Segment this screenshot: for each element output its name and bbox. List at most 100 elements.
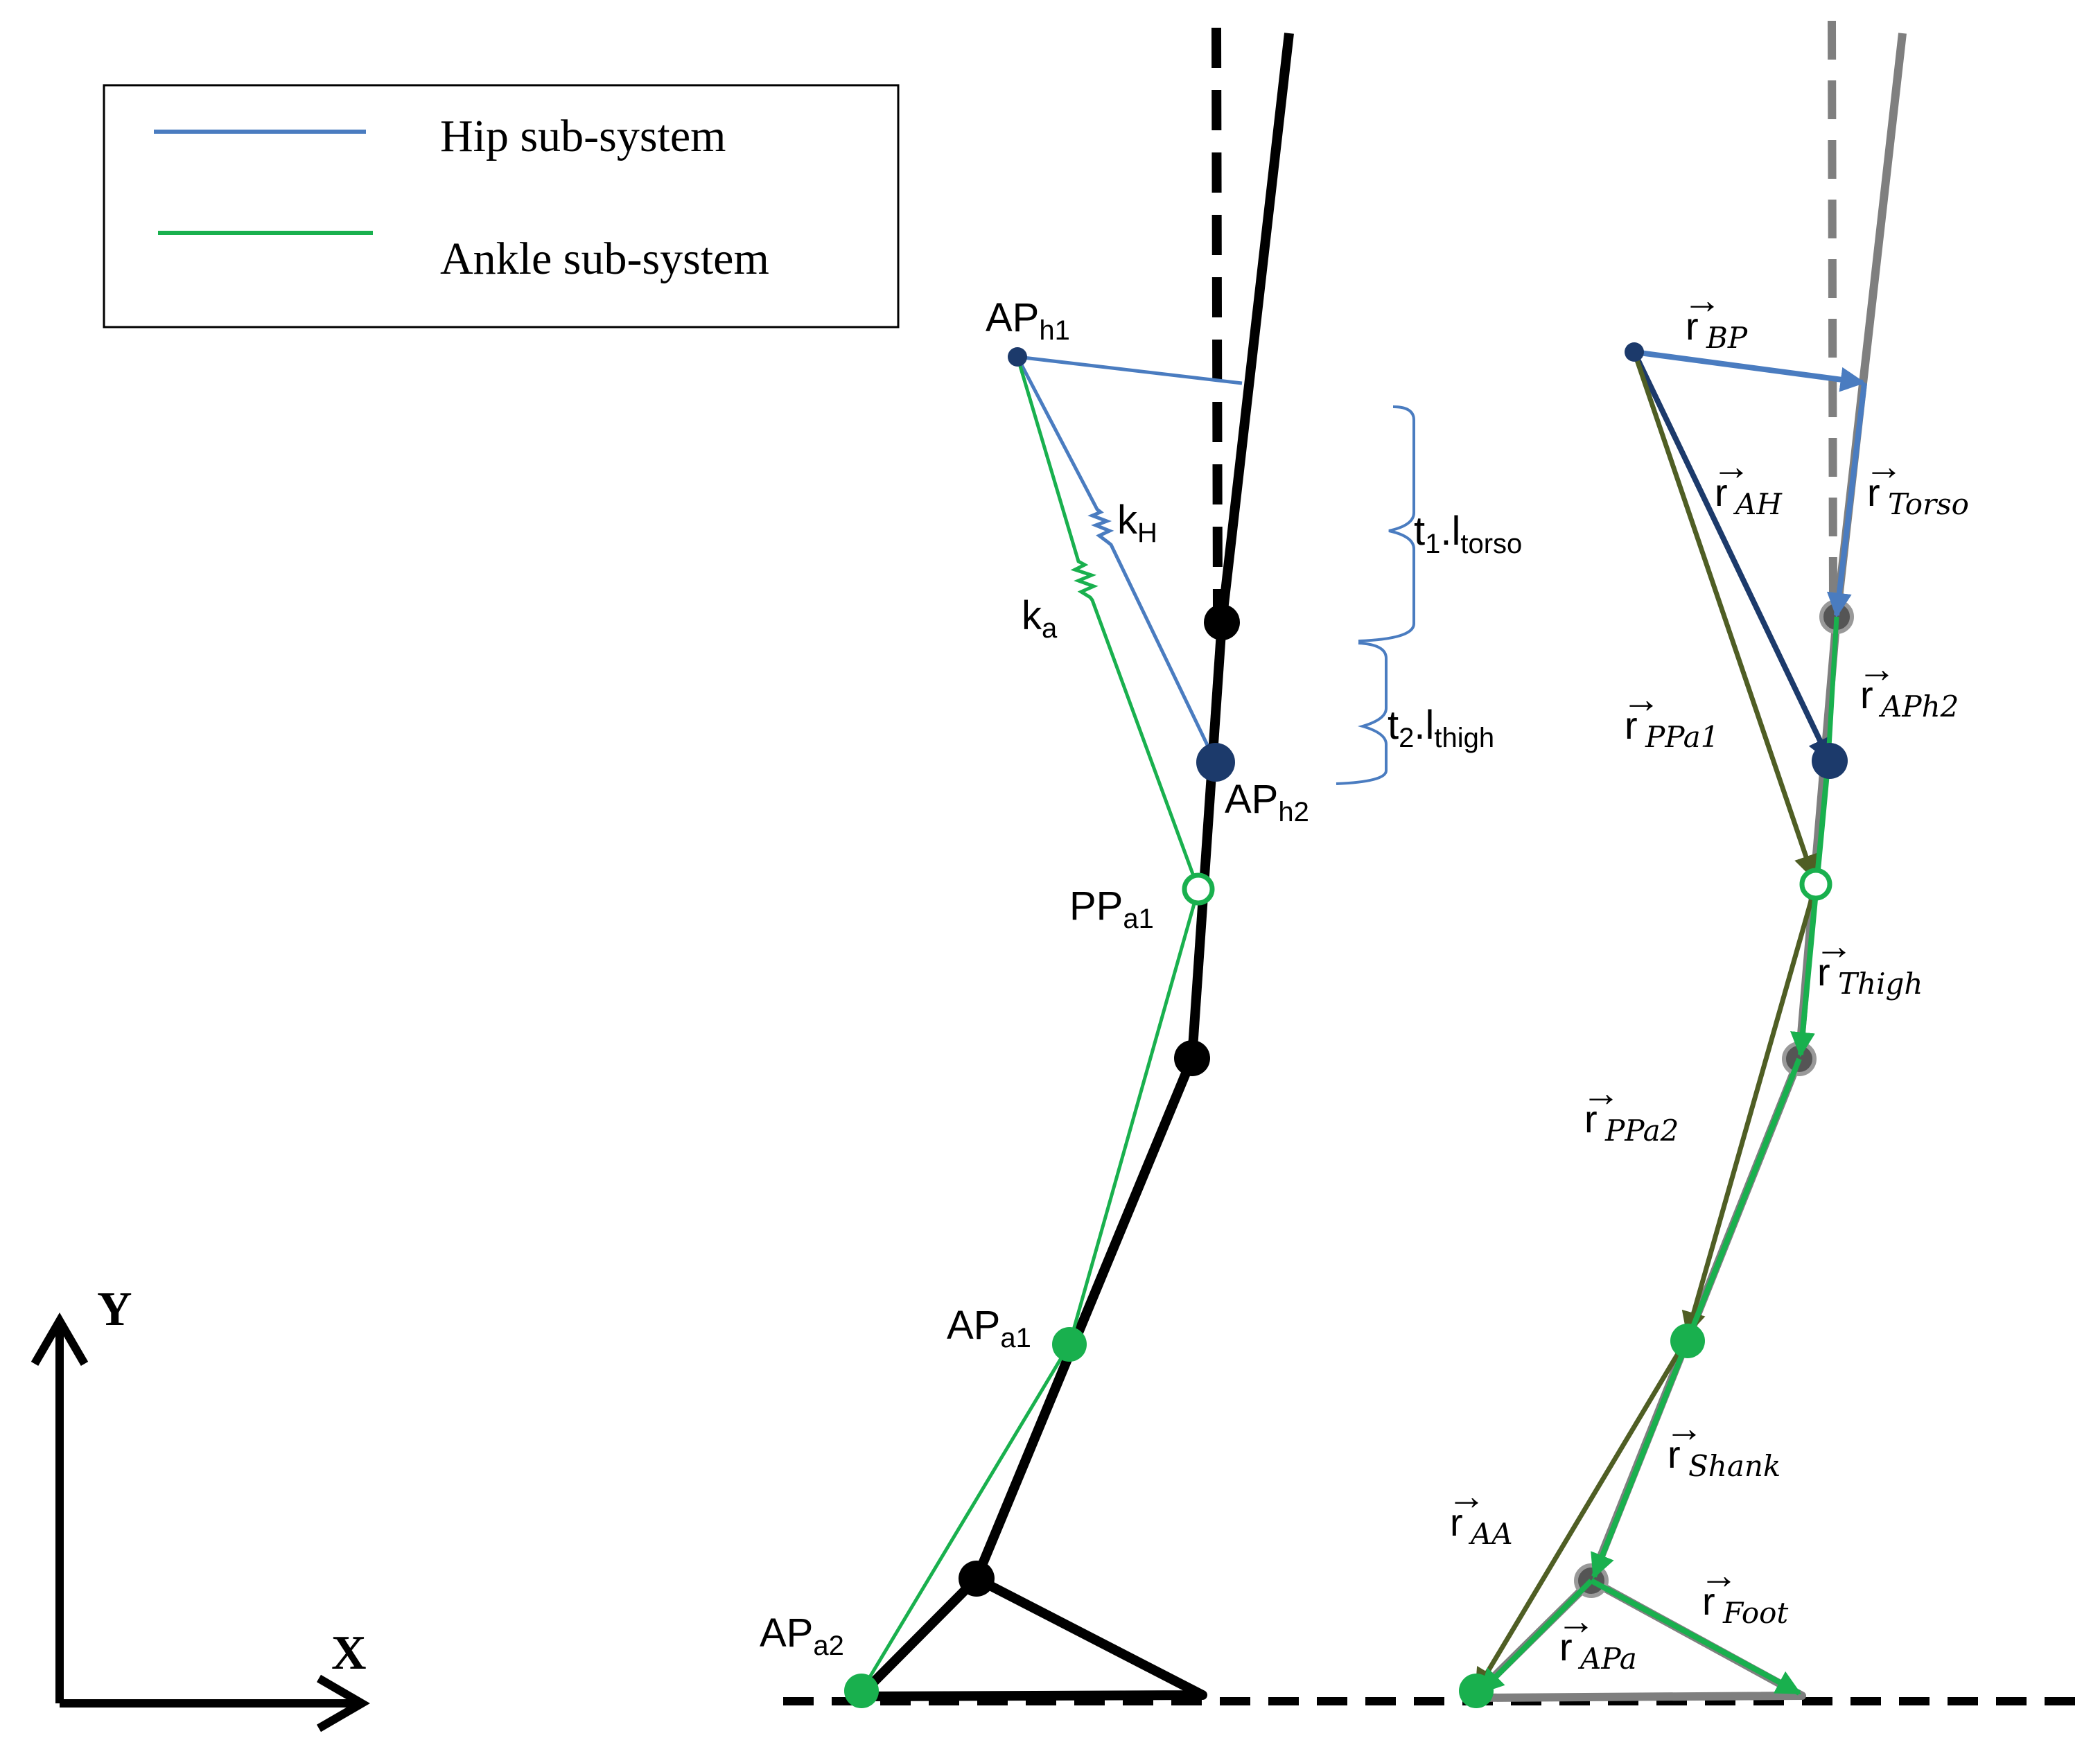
svg-text:→: →: [1864, 444, 1903, 488]
vector-r-aa: [1473, 1336, 1690, 1694]
ap-h1-label: APh1: [986, 295, 1070, 346]
ap-h1-point: [1008, 347, 1027, 367]
svg-text:→: →: [1582, 1071, 1620, 1114]
svg-text:BP: BP: [1706, 321, 1748, 355]
ankle-joint: [959, 1561, 995, 1597]
ankle-spring: [1015, 356, 1200, 890]
svg-text:PPa1: PPa1: [1645, 720, 1719, 754]
vec-ap-a2-point: [1459, 1674, 1494, 1708]
vertical-reference-dashed: [1211, 27, 1223, 611]
svg-text:→: →: [1683, 278, 1722, 322]
svg-text:→: →: [1857, 647, 1896, 690]
svg-text:r: r: [1686, 304, 1699, 348]
vector-label-foot: r → Foot: [1699, 1553, 1788, 1630]
vector-r-thigh: [1790, 758, 1831, 1057]
legend-ankle-label: Ankle sub-system: [440, 234, 769, 284]
legend-box: [103, 84, 900, 328]
coordinate-axes: Y X: [30, 1283, 370, 1732]
y-axis-arrowhead: [30, 1313, 89, 1367]
pp-a1-label: PPa1: [1069, 884, 1154, 934]
svg-text:r: r: [1702, 1579, 1715, 1623]
k-ankle-label: ka: [1022, 593, 1058, 644]
svg-text:Shank: Shank: [1688, 1449, 1780, 1483]
svg-text:r: r: [1559, 1625, 1573, 1669]
vector-label-aph2: r → APh2: [1857, 647, 1959, 723]
vector-label-aa: r → AA: [1447, 1474, 1513, 1551]
vector-label-apa: r → APa: [1557, 1599, 1637, 1676]
vector-label-thigh: r → Thigh: [1814, 924, 1923, 1001]
vector-r-ah: [1631, 351, 1832, 764]
svg-text:→: →: [1665, 1406, 1704, 1450]
svg-text:AH: AH: [1733, 487, 1783, 521]
vector-r-bp: [1634, 349, 1866, 392]
ankle-line-ppa1-to-apa1: [1067, 888, 1200, 1345]
knee-joint: [1174, 1040, 1210, 1076]
svg-text:PPa2: PPa2: [1604, 1114, 1679, 1148]
svg-text:APa: APa: [1577, 1642, 1637, 1676]
ap-a2-label: APa2: [760, 1610, 844, 1661]
foot-segment: [859, 1574, 1207, 1701]
svg-text:→: →: [1447, 1474, 1486, 1518]
vec-ap-h2-point: [1812, 743, 1848, 779]
k-hip-label: kH: [1117, 498, 1157, 548]
right-model: r → BP r → AH r → Torso r → APh2 r → PPa…: [1447, 20, 1969, 1708]
svg-text:→: →: [1712, 444, 1751, 488]
thigh-length-label: t2.lthigh: [1388, 703, 1494, 753]
legend-hip-label: Hip sub-system: [440, 111, 726, 161]
svg-text:r: r: [1625, 703, 1638, 747]
vec-pp-a1-point: [1799, 868, 1832, 901]
torso-length-label: t1.ltorso: [1414, 509, 1522, 559]
legend: Hip sub-system Ankle sub-system: [103, 84, 900, 328]
torso-segment: [1217, 33, 1294, 623]
ap-a1-point: [1052, 1327, 1087, 1362]
vector-label-shank: r → Shank: [1665, 1406, 1780, 1483]
ap-h2-label: APh2: [1225, 777, 1309, 827]
svg-text:r: r: [1584, 1097, 1598, 1141]
left-model: APh1 APh2 PPa1 APa1 APa2 kH ka t1.ltorso…: [760, 27, 1522, 1708]
ankle-line-apa1-to-apa2: [859, 1343, 1071, 1692]
vector-r-aph2: [1826, 616, 1839, 760]
svg-text:AA: AA: [1468, 1517, 1513, 1551]
ap-h2-point: [1196, 743, 1235, 782]
vector-r-ppa2: [1681, 884, 1819, 1337]
shank-segment: [972, 1056, 1197, 1581]
svg-text:→: →: [1814, 924, 1853, 967]
svg-text:r: r: [1715, 471, 1728, 514]
gray-vertical-reference-dashed: [1828, 20, 1837, 604]
vector-r-torso: [1826, 383, 1867, 618]
svg-text:r: r: [1867, 471, 1880, 514]
hip-spring: [1015, 356, 1218, 764]
vec-ap-h1-point: [1625, 342, 1644, 362]
svg-text:Torso: Torso: [1888, 487, 1969, 521]
svg-text:r: r: [1450, 1500, 1463, 1544]
svg-text:Thigh: Thigh: [1838, 967, 1923, 1001]
thigh-brace: [1336, 642, 1388, 785]
ap-a2-point: [844, 1674, 879, 1708]
vector-label-torso: r → Torso: [1864, 444, 1969, 521]
vector-r-shank: [1591, 1057, 1802, 1579]
torso-brace: [1358, 405, 1415, 642]
ap-a1-label: APa1: [947, 1303, 1031, 1353]
svg-text:r: r: [1668, 1432, 1681, 1476]
vec-ap-a1-point: [1670, 1324, 1705, 1358]
svg-text:r: r: [1860, 673, 1873, 717]
thigh-segment: [1187, 622, 1227, 1059]
hip-joint: [1204, 604, 1240, 640]
svg-text:Foot: Foot: [1722, 1596, 1788, 1630]
vector-label-ah: r → AH: [1712, 444, 1783, 521]
x-axis-label: X: [331, 1626, 367, 1680]
y-axis-label: Y: [97, 1283, 132, 1336]
vector-label-ppa1: r → PPa1: [1622, 677, 1719, 754]
hip-line-aph1-to-torso: [1017, 355, 1243, 385]
svg-text:→: →: [1557, 1599, 1595, 1642]
pp-a1-point: [1182, 872, 1215, 906]
vector-r-ppa1: [1631, 351, 1818, 880]
svg-text:APh2: APh2: [1878, 690, 1959, 723]
svg-text:r: r: [1817, 950, 1830, 994]
vector-r-apa: [1478, 1579, 1593, 1694]
svg-text:→: →: [1699, 1553, 1738, 1597]
vector-label-bp: r → BP: [1683, 278, 1748, 355]
vector-label-ppa2: r → PPa2: [1582, 1071, 1679, 1148]
svg-text:→: →: [1622, 677, 1661, 721]
